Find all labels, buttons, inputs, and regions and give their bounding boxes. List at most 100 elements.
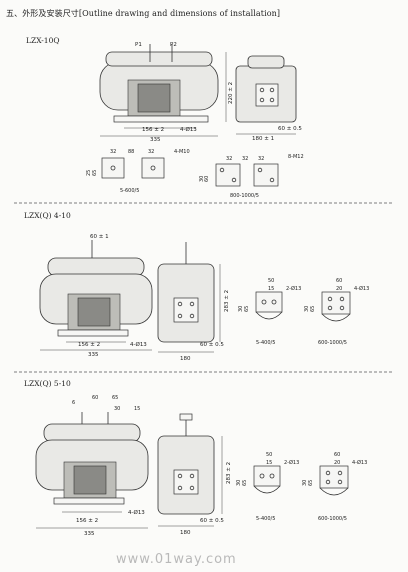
label-base-spacing: 156 ± 2 (76, 518, 98, 524)
section-title: LZX-10Q (26, 36, 60, 45)
detail-ratio: 5-400/5 (256, 516, 275, 522)
section-lzxq-4-10: LZX(Q) 4-10 60 ± 1 156 ± 2 4-Ø13 335 (24, 211, 369, 362)
detail-h2: 30 (236, 480, 242, 486)
label-top-dim: 60 ± 1 (90, 234, 109, 240)
label-side-spacing: 60 ± 0.5 (200, 518, 224, 524)
detail-hole: 4-Ø13 (352, 459, 367, 466)
terminal-plate (215, 163, 241, 187)
detail-h2: 25 (86, 170, 92, 176)
terminal-block (255, 83, 279, 107)
detail-top2: 15 (266, 460, 272, 466)
bolt (259, 97, 265, 103)
bolt (177, 485, 183, 491)
terminal-curve (321, 313, 351, 322)
bolt-hole (150, 165, 156, 171)
bolt (177, 473, 183, 479)
top-skirt (43, 423, 141, 443)
bolt (189, 313, 195, 319)
detail-dim: 32 (258, 156, 264, 162)
detail-h1: 65 (92, 170, 98, 176)
label-length: 335 (150, 137, 161, 143)
bolt-hole (337, 470, 343, 476)
bolt (259, 87, 265, 93)
terminal-curve (319, 487, 349, 496)
detail-top2: 15 (268, 286, 274, 292)
terminal-detail-a: 32 88 32 4-M10 65 25 5-600/5 (86, 149, 190, 194)
detail-top2: 20 (336, 286, 342, 292)
bolt-hole (259, 473, 265, 479)
detail-ratio: 5-400/5 (256, 340, 275, 346)
label-top-dim: 15 (134, 406, 140, 412)
front-view: 6 60 65 30 15 156 ± 2 4-Ø13 335 (35, 395, 149, 537)
label-height: 220 ± 2 (228, 82, 234, 104)
label-side-spacing: 60 ± 0.5 (200, 342, 224, 348)
bolt-hole (257, 167, 263, 173)
terminal-block (173, 469, 199, 495)
bolt-hole (327, 305, 333, 311)
label-width: 180 (180, 530, 191, 536)
bolt (177, 301, 183, 307)
bolt (189, 301, 195, 307)
detail-top2: 20 (334, 460, 340, 466)
bolt (269, 97, 275, 103)
terminal-cap (179, 413, 193, 421)
detail-bolts: 8-M12 (288, 154, 304, 160)
detail-dim: 88 (128, 149, 134, 155)
section-lzx-10q: LZX-10Q P1 P2 220 ± 2 156 ± 2 4-Ø13 335 (26, 36, 304, 199)
label-length: 335 (88, 352, 99, 358)
side-view: 60 ± 0.5 180 ± 1 (235, 55, 302, 142)
terminal-detail-b: 60 20 4-Ø13 65 30 600-1000/5 (304, 278, 369, 346)
terminal-detail-b: 60 20 4-Ø13 65 30 600-1000/5 (302, 452, 367, 522)
label-base-spacing: 156 ± 2 (78, 342, 100, 348)
label-top-dim: 60 (92, 395, 98, 401)
bolt-hole (110, 165, 116, 171)
label-top-dim: 65 (112, 395, 118, 401)
bolt-hole (269, 177, 275, 183)
detail-h1: 65 (310, 306, 316, 312)
detail-h1: 65 (242, 480, 248, 486)
detail-h1: 60 (204, 176, 210, 182)
bolt (189, 485, 195, 491)
terminal-plate (253, 465, 281, 487)
detail-dim: 32 (148, 149, 154, 155)
label-p1: P1 (135, 42, 142, 48)
terminal-detail-a: 50 15 2-Ø13 65 30 5-400/5 (238, 278, 301, 346)
detail-h2: 30 (238, 306, 244, 312)
bolt (177, 313, 183, 319)
bolt-hole (325, 479, 331, 485)
bolt-hole (271, 299, 277, 305)
bolt-hole (219, 167, 225, 173)
terminal-plate (321, 291, 351, 315)
coil-winding (73, 465, 107, 495)
detail-bolts: 4-M10 (174, 149, 190, 155)
detail-hole: 4-Ø13 (354, 285, 369, 292)
base-plate (53, 497, 125, 505)
watermark: www.01way.com (116, 552, 237, 567)
section-title: LZX(Q) 4-10 (24, 211, 71, 220)
label-side-spacing: 60 ± 0.5 (278, 126, 302, 132)
top-skirt (47, 257, 145, 277)
terminal-curve (253, 485, 281, 494)
side-top-cap (247, 55, 285, 69)
detail-h1: 65 (308, 480, 314, 486)
label-base-spacing: 156 ± 2 (142, 127, 164, 133)
bolt-hole (325, 470, 331, 476)
bolt-hole (337, 479, 343, 485)
terminal-detail-b: 32 32 32 8-M12 60 30 800-1000/5 (199, 154, 304, 199)
front-view: P1 P2 220 ± 2 156 ± 2 4-Ø13 335 (99, 42, 234, 143)
terminal-block (173, 297, 199, 323)
label-width: 180 ± 1 (252, 136, 274, 142)
terminal-plate (101, 157, 125, 179)
label-hole: 4-Ø13 (128, 509, 145, 516)
label-hole: 4-Ø13 (130, 341, 147, 348)
detail-h1: 65 (244, 306, 250, 312)
page-title: 五、外形及安装尺寸[Outline drawing and dimensions… (6, 9, 281, 18)
label-height: 283 ± 2 (224, 290, 230, 312)
label-length: 335 (84, 531, 95, 537)
label-top-dim: 6 (72, 400, 75, 406)
detail-ratio: 600-1000/5 (318, 516, 347, 522)
detail-dim: 32 (226, 156, 232, 162)
section-title: LZX(Q) 5-10 (24, 379, 71, 388)
label-p2: P2 (170, 42, 177, 48)
